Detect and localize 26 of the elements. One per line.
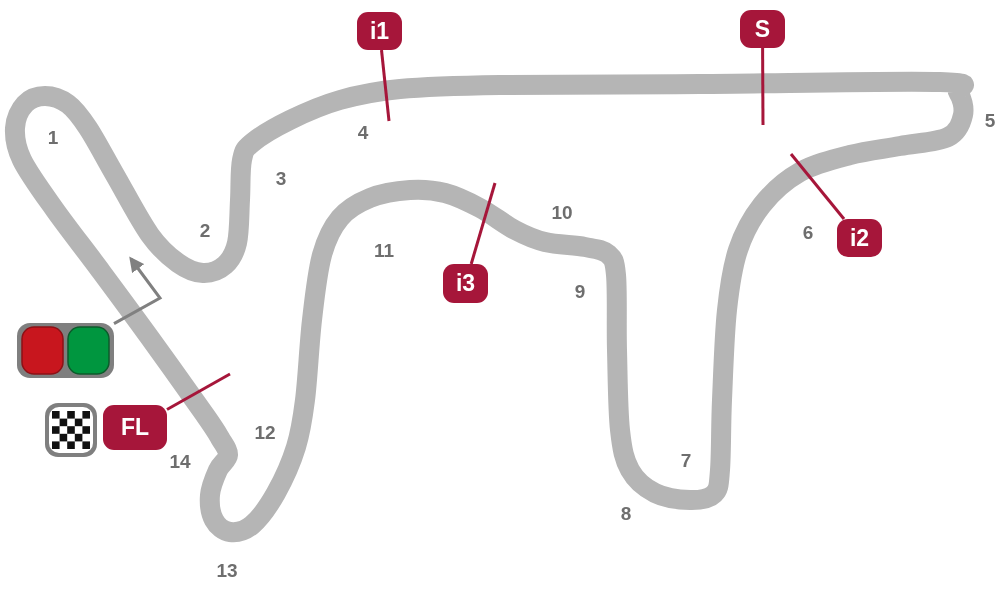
corner-number: 5 [984,110,996,130]
leader-line [761,48,765,125]
timing-marker: i3 [443,264,488,303]
corner-number: 6 [802,222,814,242]
timing-marker: S [740,10,785,48]
timing-marker: FL [103,405,167,450]
corner-number: 13 [216,560,238,580]
leader-line [166,372,231,411]
corner-number: 11 [373,240,395,260]
corner-number: 14 [169,451,191,471]
timing-marker: i2 [837,219,882,257]
corner-number: 2 [199,220,211,240]
corner-number: 8 [620,503,632,523]
corner-number: 4 [357,122,369,142]
timing-marker: i1 [357,12,402,50]
corner-number: 3 [275,168,287,188]
arrow [113,256,163,325]
corner-number: 10 [551,202,573,222]
corner-number: 7 [680,450,692,470]
corner-number: 1 [47,127,59,147]
leader-line [380,49,391,122]
traffic-light-icon [17,323,114,378]
leader-line [789,153,846,220]
leader-line [469,182,497,265]
corner-number: 9 [574,281,586,301]
corner-number: 12 [254,422,276,442]
